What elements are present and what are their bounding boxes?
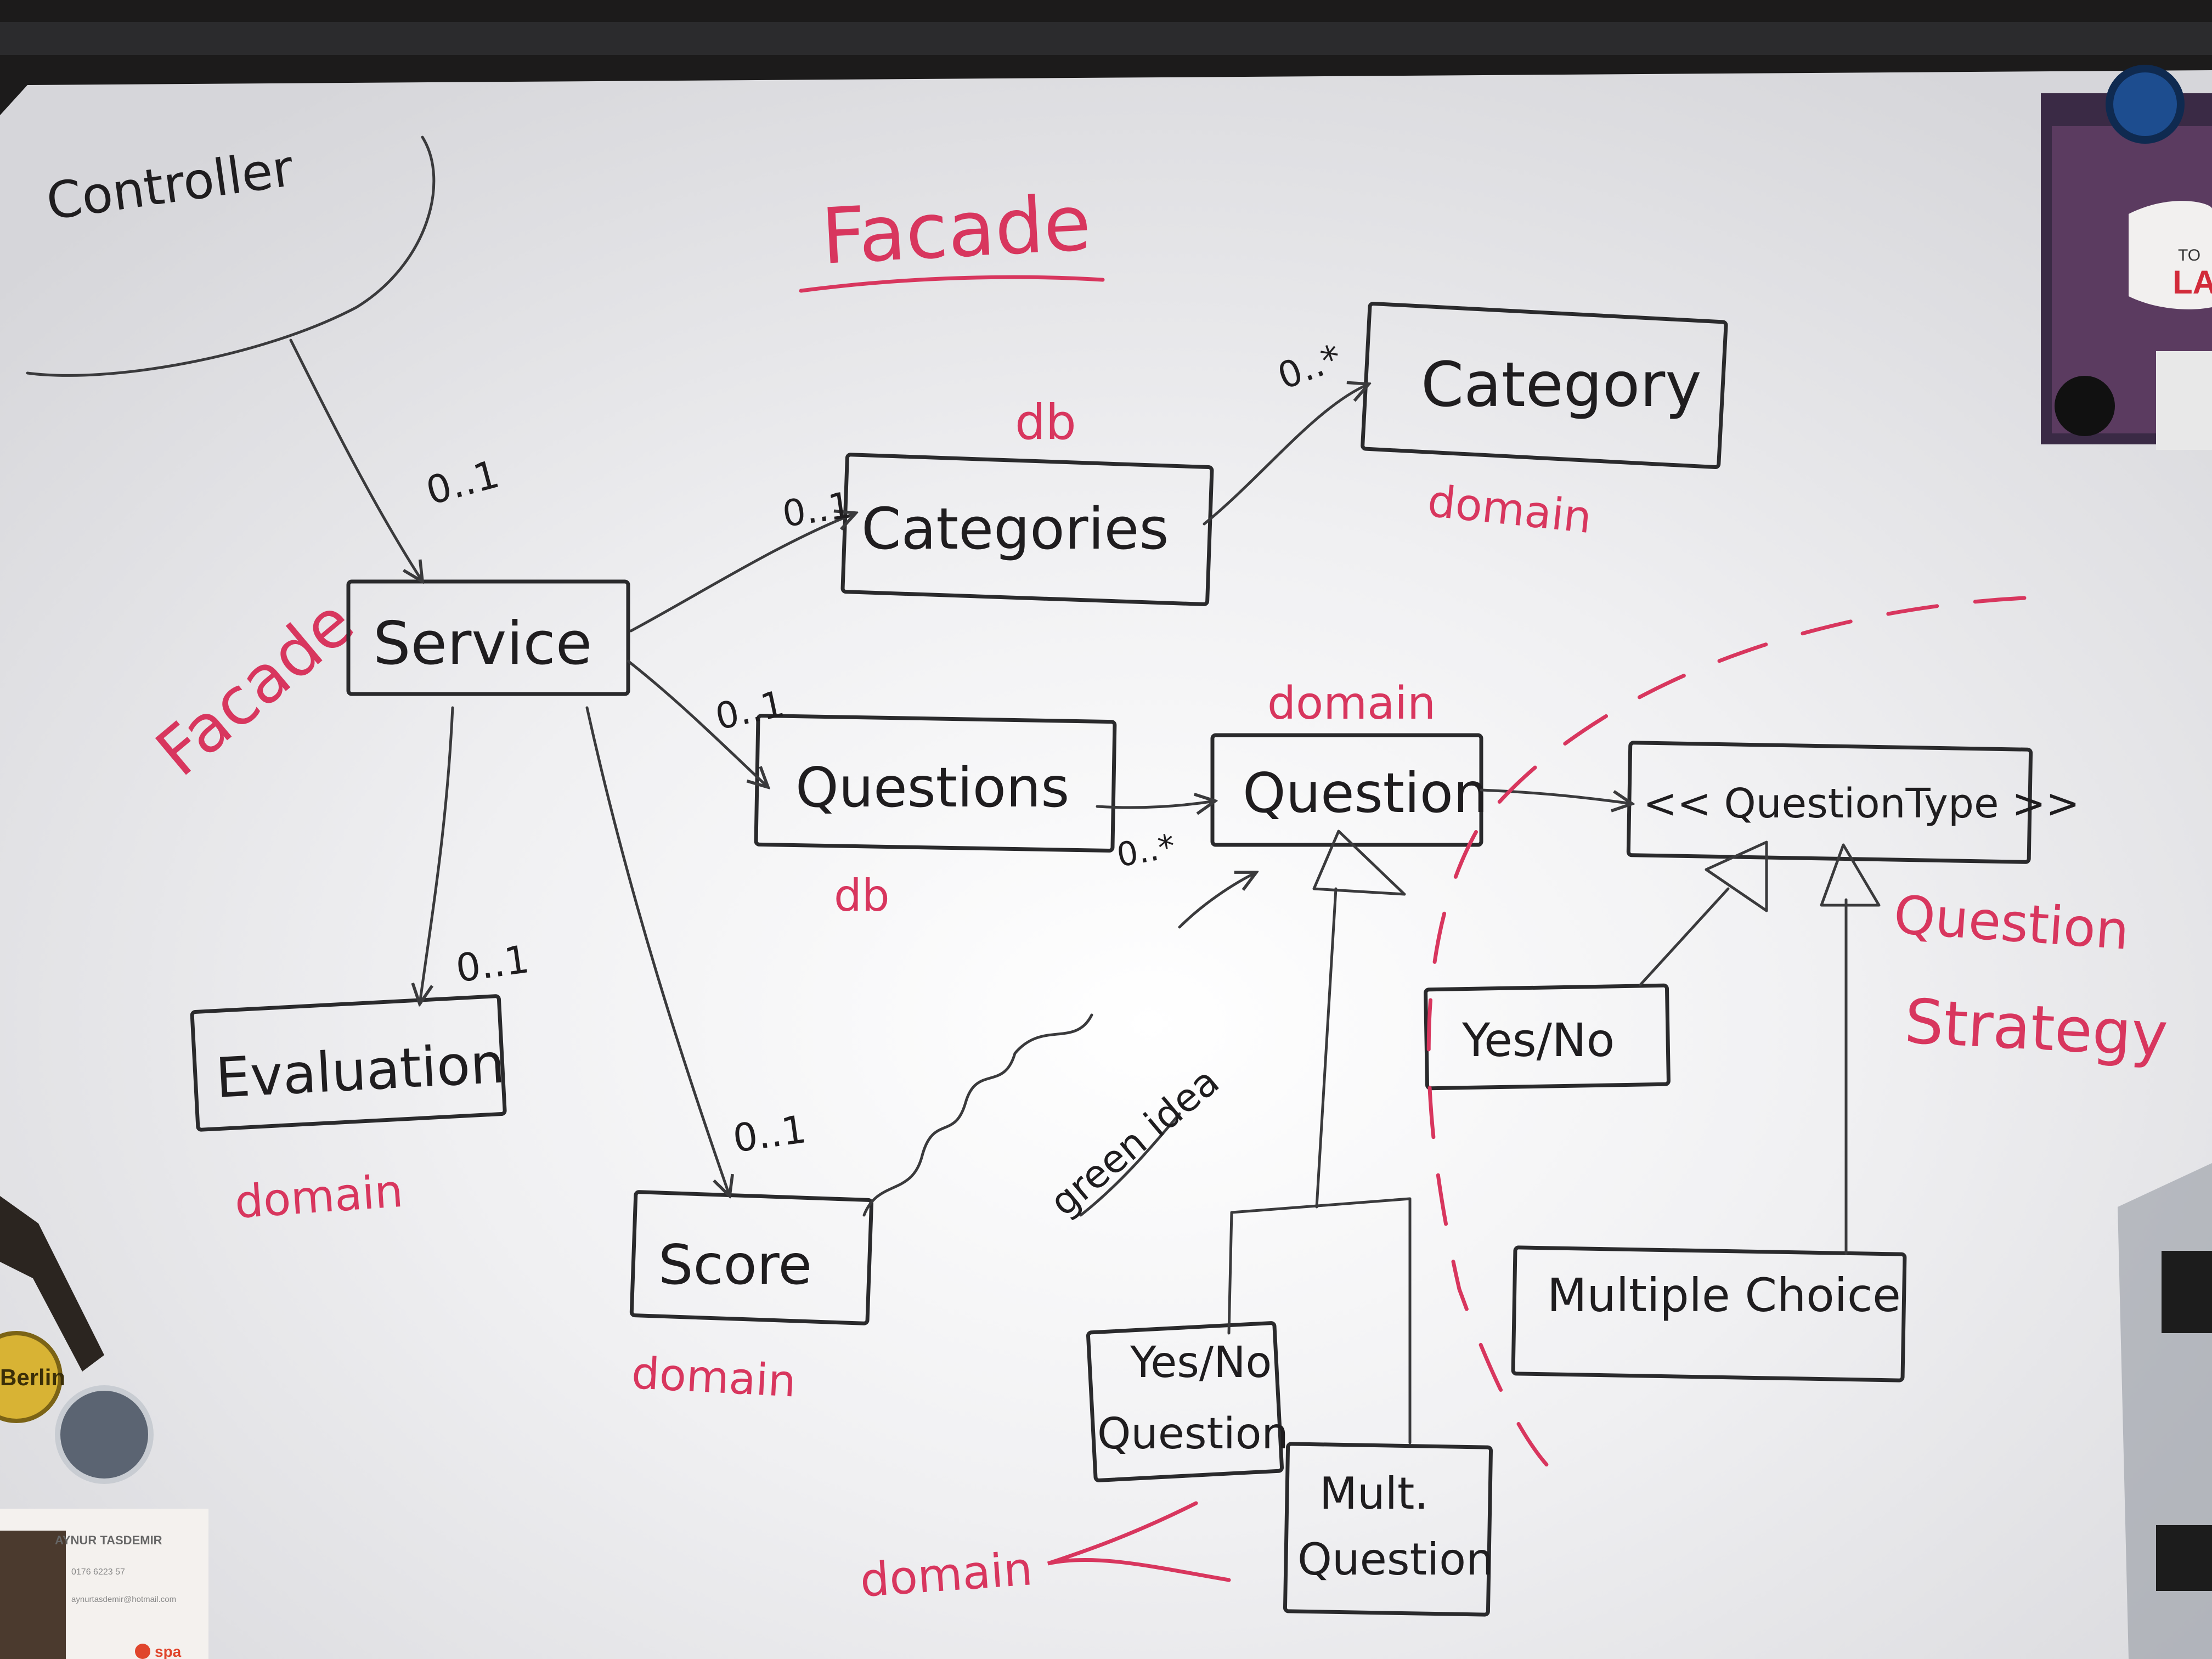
multiple-choice-label: Multiple Choice: [1547, 1268, 1901, 1322]
service-box: Service: [346, 579, 630, 696]
question-label: Question: [1243, 761, 1488, 825]
strategy-boundary-dashed: [1426, 596, 2027, 1483]
yes-no-label: Yes/No: [1462, 1013, 1615, 1067]
mult-question-label-1: Mult.: [1319, 1468, 1429, 1519]
business-card-logo-icon: [135, 1644, 150, 1659]
question-type-label: << QuestionType >>: [1643, 780, 2080, 827]
domain-bracket-arrow: [1047, 1501, 1231, 1582]
service-label: Service: [373, 610, 592, 678]
ticket-stub: [2156, 351, 2212, 450]
multiple-choice-box: Multiple Choice: [1511, 1245, 1907, 1383]
black-round-magnet: [2055, 376, 2115, 436]
yes-no-strategy-box: Yes/No: [1424, 983, 1671, 1091]
business-card-email: aynurtasdemir@hotmail.com: [71, 1595, 176, 1604]
question-box: Question: [1210, 733, 1488, 847]
score-box: Score: [629, 1190, 874, 1325]
yes-no-question-label-1: Yes/No: [1130, 1338, 1272, 1387]
business-card-phone: 0176 6223 57: [71, 1567, 125, 1577]
bottle-cap-magnet: [0, 1331, 63, 1423]
business-card-logo-text: spa: [155, 1643, 182, 1659]
bottle-cap-text: Berlin: [0, 1364, 65, 1390]
strategy-label-2: Strategy: [1903, 986, 2170, 1071]
question-domain-tag: domain: [1267, 678, 1436, 730]
mult-question-label-2: Question: [1297, 1534, 1494, 1585]
mult-question-box: Mult. Question: [1283, 1442, 1494, 1617]
mult-service-evaluation: 0..1: [453, 936, 532, 991]
whiteboard-surface: [0, 70, 2212, 1659]
silver-cap-magnet: [55, 1385, 154, 1484]
categories-label: Categories: [861, 495, 1169, 562]
evaluation-box: Evaluation: [190, 994, 507, 1132]
questions-db-tag: db: [834, 870, 890, 921]
score-domain-tag: domain: [630, 1347, 797, 1407]
connector-lines: [289, 338, 1881, 1444]
evaluation-label: Evaluation: [214, 1031, 506, 1110]
bottom-left-items: Berlin AYNUR TASDEMIR 0176 6223 57 aynur…: [0, 1196, 208, 1659]
questions-label: Questions: [795, 755, 1069, 820]
mult-service-score: 0..1: [730, 1107, 809, 1161]
business-card-name: AYNUR TASDEMIR: [55, 1533, 162, 1547]
postcard-magnet: TO LA: [2041, 65, 2212, 450]
question-type-box: << QuestionType >>: [1626, 741, 2080, 864]
evaluation-domain-tag: domain: [233, 1165, 405, 1229]
score-label: Score: [658, 1233, 812, 1297]
postcard-text-2: LA: [2172, 264, 2212, 301]
yes-no-question-label-2: Question: [1097, 1409, 1289, 1459]
categories-db-tag: db: [1015, 394, 1076, 450]
category-box: Category: [1361, 301, 1728, 470]
category-label: Category: [1421, 349, 1702, 421]
business-card-photo: [0, 1531, 66, 1659]
subclass-domain-tag: domain: [859, 1542, 1035, 1607]
mult-service-categories: 0..1: [780, 484, 854, 535]
facade-title-group: Facade: [799, 178, 1105, 293]
postcard-text-1: TO: [2178, 246, 2200, 264]
board-frame-top: [0, 22, 2212, 55]
questions-box: Questions: [754, 713, 1117, 853]
clip-magnet: [0, 1196, 104, 1372]
plastic-container: [2118, 1163, 2212, 1659]
yes-no-question-box: Yes/No Question: [1086, 1321, 1289, 1482]
blue-round-magnet: [2106, 65, 2185, 144]
facade-title: Facade: [819, 178, 1093, 281]
